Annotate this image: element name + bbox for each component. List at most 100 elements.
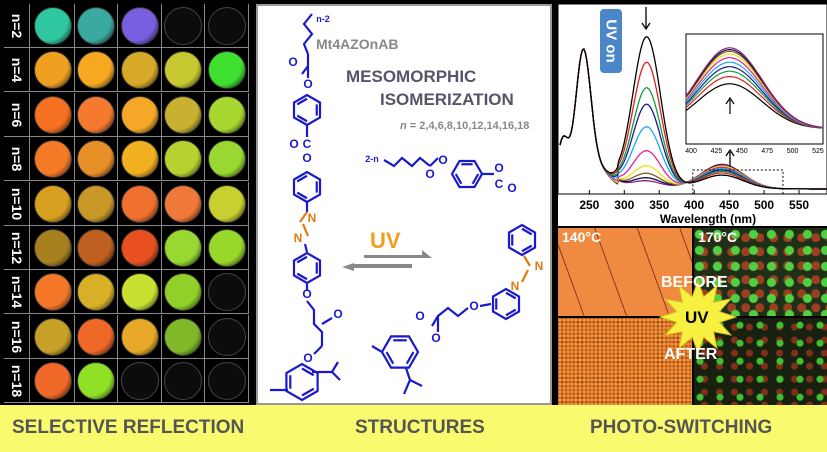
atom-label: O [415, 309, 424, 323]
sample-disc [164, 184, 203, 223]
sample-disc [120, 184, 159, 223]
sample-disc [207, 140, 246, 179]
footer-band: SELECTIVE REFLECTION STRUCTURES PHOTO-SW… [0, 405, 827, 452]
atom-label: O [303, 351, 312, 365]
row-label-text: n=4 [8, 58, 25, 83]
sample-disc [207, 51, 246, 90]
sample-cell [161, 137, 206, 182]
sample-disc [77, 229, 116, 267]
sample-cell [161, 48, 206, 93]
sample-cell [205, 92, 249, 137]
inset-tick-label: 425 [711, 148, 723, 155]
inset-up-arrow-icon [725, 96, 735, 114]
sample-disc [34, 273, 72, 312]
inset-tick-label: 450 [736, 148, 748, 155]
inset-chart [685, 33, 824, 145]
x-axis-label: Wavelength (nm) [660, 212, 756, 226]
sample-disc [164, 273, 203, 312]
x-tick-label: 500 [754, 198, 774, 212]
sample-cell [161, 181, 206, 226]
row-label: n=6 [4, 92, 30, 137]
atom-label: O [303, 77, 312, 91]
reflection-row: n=6 [4, 92, 249, 137]
atom-label: O [425, 167, 434, 181]
sample-disc [34, 95, 72, 134]
row-label: n=4 [4, 48, 30, 93]
atom-label: O [438, 153, 447, 167]
sample-disc [34, 317, 72, 356]
down-arrow-icon [641, 7, 651, 31]
atom-label: O [302, 287, 311, 301]
reflection-row: n=18 [4, 359, 249, 404]
x-tick-label: 350 [649, 198, 669, 212]
sample-cell [118, 270, 162, 315]
sample-disc [164, 95, 203, 134]
uv-starburst-icon [658, 280, 738, 355]
sample-cell [31, 359, 75, 404]
before-label: BEFORE [661, 274, 728, 291]
sample-cell [161, 226, 206, 270]
row-label-text: n=10 [8, 187, 25, 220]
sample-cell [205, 48, 249, 93]
sample-cell [74, 4, 119, 48]
sample-disc [164, 140, 203, 179]
sample-cell [31, 181, 75, 226]
sample-cell [31, 226, 75, 270]
sample-cell [74, 226, 119, 270]
sample-disc [77, 95, 116, 134]
pom-photos: 140°C 170°C BEFORE UV AFTER [558, 228, 827, 405]
reflection-row: n=8 [4, 137, 249, 182]
x-tick-label: 400 [684, 198, 704, 212]
sample-cell [31, 270, 75, 315]
row-label-text: n=12 [8, 231, 25, 265]
sample-cell [118, 4, 162, 48]
sample-cell [161, 314, 206, 359]
sample-cell [118, 48, 162, 93]
sample-cell [161, 270, 206, 315]
sample-disc [164, 51, 203, 90]
atom-label: O [289, 137, 298, 151]
sample-disc [34, 140, 72, 179]
temp-140: 140°C [562, 229, 602, 245]
sample-disc [120, 229, 159, 267]
row-label: n=12 [4, 226, 30, 270]
atom-label: N [308, 211, 317, 225]
inset-tick-label: 400 [685, 148, 697, 155]
equilibrium-arrows [342, 250, 432, 271]
atom-label: n-2 [316, 14, 330, 24]
sample-cell [31, 137, 75, 182]
atom-label: N [535, 259, 544, 273]
inset-series-9 [685, 47, 823, 128]
sample-cell [74, 359, 119, 404]
reflection-row: n=16 [4, 314, 249, 359]
sample-disc [164, 362, 203, 401]
sample-cell [205, 137, 249, 182]
uv-center-label: UV [685, 308, 709, 327]
inset-tick-label: 525 [812, 148, 824, 155]
n-values: n = 2,4,6,8,10,12,14,16,18 [400, 120, 529, 132]
sample-cell [118, 137, 162, 182]
atom-label: O [431, 331, 440, 345]
sample-cell [205, 314, 249, 359]
sample-cell [161, 359, 206, 404]
sample-disc [207, 7, 246, 45]
sample-disc [77, 273, 116, 312]
inset-series-0 [685, 83, 823, 129]
row-label: n=16 [4, 314, 30, 359]
title-line-1: MESOMORPHIC [346, 67, 476, 86]
sample-disc [207, 229, 246, 267]
sample-cell [161, 92, 206, 137]
reflection-row: n=4 [4, 48, 249, 93]
sample-cell [74, 314, 119, 359]
x-tick-label: 250 [579, 198, 599, 212]
sample-disc [34, 362, 72, 401]
temp-170: 170°C [698, 229, 738, 245]
chemical-structures: Mt4AZOnAB MESOMORPHIC ISOMERIZATION n = … [270, 13, 544, 402]
sample-cell [74, 92, 119, 137]
sample-cell [118, 92, 162, 137]
sample-cell [74, 137, 119, 182]
title-line-2: ISOMERIZATION [380, 90, 514, 109]
sample-cell [205, 359, 249, 404]
atom-label: O [333, 307, 342, 321]
